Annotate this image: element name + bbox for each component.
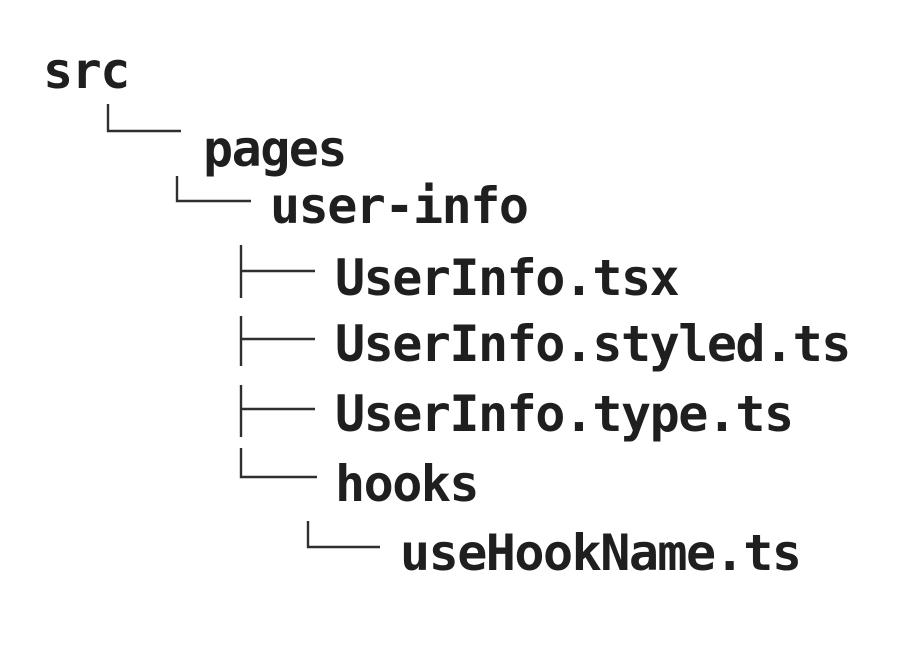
connector-elbow-src-pages xyxy=(106,104,181,133)
connector-tee-userinfo-tsx xyxy=(239,245,315,298)
connector-elbow-userinfo-hooks xyxy=(239,448,317,479)
tree-node-userinfo-styled-ts: UserInfo.styled.ts xyxy=(335,315,851,373)
tree-node-userinfo-type-ts: UserInfo.type.ts xyxy=(335,385,794,443)
tree-node-hooks: hooks xyxy=(335,455,480,513)
tree-node-userinfo-tsx: UserInfo.tsx xyxy=(335,249,680,307)
connector-elbow-pages-user-info xyxy=(175,176,251,203)
connector-elbow-hooks-usehookname xyxy=(306,521,380,549)
connector-tee-userinfo-type xyxy=(239,385,315,437)
connector-tee-userinfo-styled xyxy=(239,316,315,366)
tree-node-user-info: user-info xyxy=(270,177,529,235)
tree-node-usehookname-ts: useHookName.ts xyxy=(400,524,802,582)
tree-node-src: src xyxy=(43,42,130,100)
tree-node-pages: pages xyxy=(203,120,348,178)
